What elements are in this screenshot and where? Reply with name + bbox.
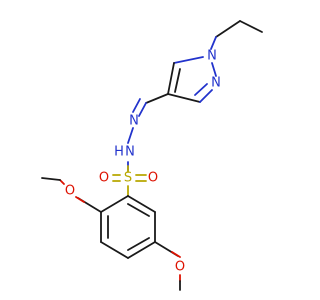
svg-text:N: N <box>129 114 139 129</box>
svg-text:S: S <box>124 171 132 186</box>
bond-ring-c3-c4 <box>100 241 129 259</box>
bond-ring-c1-c2 <box>100 195 129 213</box>
bond-ch-n-double-a <box>138 102 147 117</box>
atom-methoxy-o-lower: O <box>175 260 185 275</box>
bond-ring-c6-c1 <box>127 195 156 213</box>
bond-n2-n1 <box>211 62 217 77</box>
atom-amine-nh: N H <box>114 145 135 160</box>
bond-c5-c4 <box>167 62 175 95</box>
bond-c5-c4-inner <box>174 68 181 93</box>
atom-pyrazole-n2: N <box>211 76 221 91</box>
bond-ethyl-n1 <box>210 36 217 50</box>
bond-n-nh <box>127 127 134 144</box>
amine-h-label: H <box>114 145 124 160</box>
bond-c4-c3 <box>167 93 201 103</box>
svg-text:O: O <box>65 184 75 199</box>
bond-c3-n2 <box>199 89 213 103</box>
bond-o-upper-ring-red <box>75 196 85 203</box>
atom-pyrazole-n1: N <box>207 49 217 64</box>
svg-text:N: N <box>211 76 221 91</box>
atom-sulfur: S <box>124 171 132 186</box>
atom-sulfonyl-o-right: O <box>148 171 158 186</box>
atom-methoxy-o-upper: O <box>65 184 75 199</box>
svg-text:N: N <box>125 145 135 160</box>
bond-ring-c6-c1-inner <box>127 203 150 217</box>
bond-o-lower-ring-red <box>171 251 181 258</box>
atom-hydrazone-n: N <box>129 114 139 129</box>
svg-text:O: O <box>99 171 109 186</box>
bond-n1-c5 <box>173 56 204 64</box>
bond-o-upper-ch3-red <box>59 179 65 185</box>
bond-ch-n-double-b <box>132 98 141 113</box>
molecule-structure-diagram: N N N N H S O O O O <box>41 20 263 291</box>
bond-ring-c4-c5-inner <box>127 237 150 251</box>
svg-text:N: N <box>207 49 217 64</box>
svg-text:O: O <box>175 260 185 275</box>
atoms: N N N N H S O O O O <box>65 49 221 275</box>
bond-ring-c4-c5 <box>127 241 156 259</box>
atom-sulfonyl-o-left: O <box>99 171 109 186</box>
bond-ethyl-ch2 <box>215 20 241 38</box>
bond-ethyl-ch3 <box>239 20 263 33</box>
bond-o-upper-ch3 <box>41 177 61 181</box>
bond-c4-ch <box>145 93 169 104</box>
bond-c3-n2-inner <box>194 83 208 96</box>
svg-text:O: O <box>148 171 158 186</box>
bonds <box>41 20 263 291</box>
